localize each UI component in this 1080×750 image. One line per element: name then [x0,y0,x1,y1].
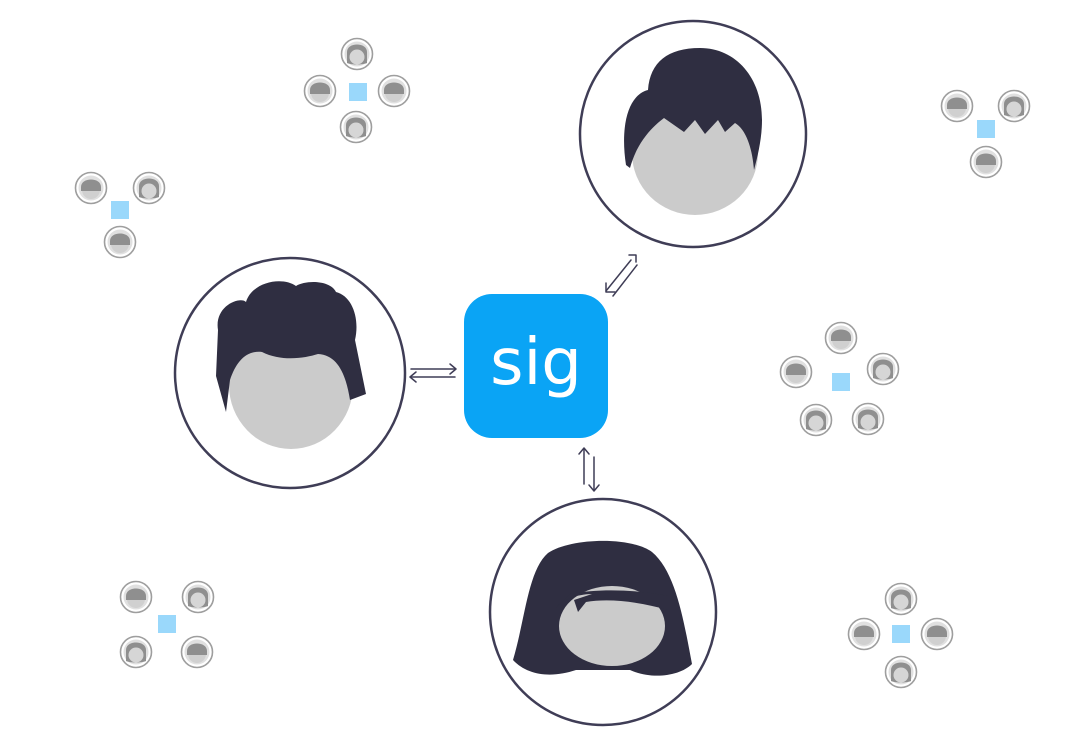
mini-cluster-right [779,321,900,437]
mini-cluster-top-right [940,89,1031,179]
sig-logo: sig [464,294,608,438]
avatar-left [173,256,407,490]
logo-text: sig [490,326,582,400]
arrow-left-connector [409,363,457,383]
mini-cluster-left [74,171,166,259]
mini-cluster-bottom-left [119,580,215,669]
avatar-bottom [488,497,718,727]
arrow-top-connector [605,254,638,297]
avatar-top [578,19,808,249]
mini-cluster-top-left [303,37,411,144]
arrow-bottom-connector [578,447,600,492]
mini-cluster-bottom-right [847,582,954,689]
